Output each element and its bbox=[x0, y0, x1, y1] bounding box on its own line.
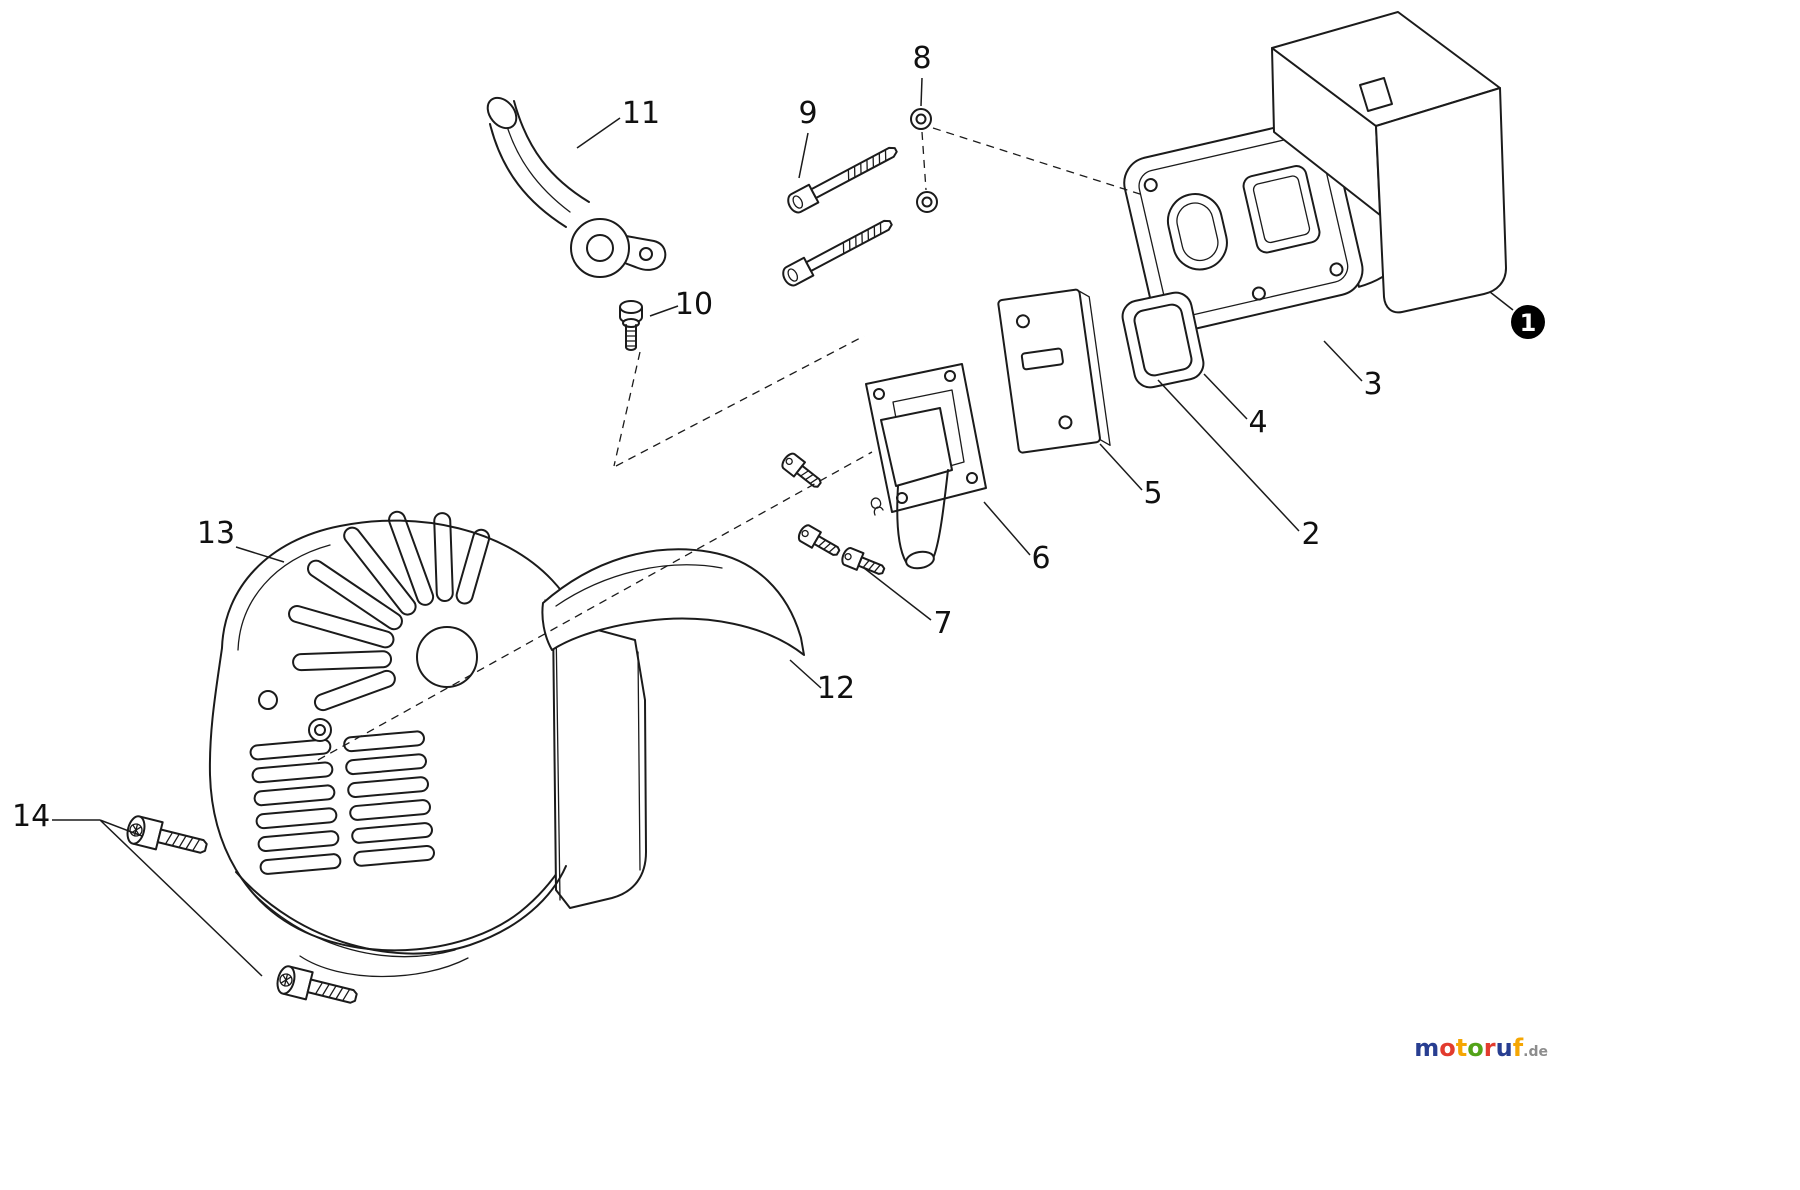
part-screw-10 bbox=[619, 300, 643, 351]
callout-8: 8 bbox=[912, 41, 931, 76]
part-gasket bbox=[1121, 291, 1205, 389]
deflector-spring bbox=[870, 497, 884, 516]
callout-14: 14 bbox=[12, 799, 50, 834]
part-small-screw-1 bbox=[778, 450, 826, 493]
callout-5: 5 bbox=[1143, 476, 1162, 511]
callout-1-badge: 1 bbox=[1511, 305, 1545, 339]
part-housing-screw-2 bbox=[273, 963, 361, 1013]
wm-letter: o bbox=[1439, 1034, 1456, 1062]
alignment-dashed-lines bbox=[317, 127, 1147, 761]
wm-letter: f bbox=[1513, 1034, 1524, 1062]
part-plate bbox=[997, 288, 1111, 454]
callout-13: 13 bbox=[197, 516, 235, 551]
wm-letter: t bbox=[1456, 1034, 1467, 1062]
callout-9: 9 bbox=[798, 96, 817, 131]
callout-1: 1 bbox=[1520, 309, 1537, 337]
part-small-screw-2 bbox=[795, 522, 844, 562]
watermark-motoruf-logo[interactable]: motoruf.de bbox=[1414, 1034, 1548, 1062]
part-bolt-upper bbox=[784, 140, 902, 217]
part-washer-upper bbox=[910, 108, 932, 130]
wm-letter: u bbox=[1496, 1034, 1513, 1062]
wm-suffix: .de bbox=[1523, 1044, 1548, 1060]
callout-4: 4 bbox=[1248, 405, 1267, 440]
callout-10: 10 bbox=[675, 287, 713, 322]
callout-leader-lines bbox=[52, 77, 1514, 977]
callout-2: 2 bbox=[1301, 517, 1320, 552]
wm-letter: o bbox=[1467, 1034, 1484, 1062]
housing-hub-circle bbox=[416, 626, 478, 688]
callout-12: 12 bbox=[817, 671, 855, 706]
part-housing-screw-1 bbox=[123, 813, 211, 863]
part-bolt-lower bbox=[779, 213, 897, 290]
callout-11: 11 bbox=[622, 96, 660, 131]
callout-7: 7 bbox=[933, 606, 952, 641]
part-muffler-cover bbox=[1271, 11, 1507, 314]
part-heat-shield bbox=[541, 548, 805, 656]
part-exhaust-pipe bbox=[486, 96, 667, 278]
wm-letter: r bbox=[1484, 1034, 1496, 1062]
part-washer-lower bbox=[916, 191, 938, 213]
part-deflector bbox=[865, 363, 987, 570]
callout-6: 6 bbox=[1031, 541, 1050, 576]
housing-vent-grid bbox=[249, 730, 435, 875]
callout-3: 3 bbox=[1363, 367, 1382, 402]
part-small-screw-3 bbox=[839, 545, 888, 581]
wm-letter: m bbox=[1414, 1034, 1439, 1062]
housing-vent-fan bbox=[288, 510, 491, 712]
part-engine-housing bbox=[208, 510, 647, 978]
muffler-oval-port bbox=[1166, 193, 1228, 271]
housing-side-panel bbox=[552, 617, 647, 909]
